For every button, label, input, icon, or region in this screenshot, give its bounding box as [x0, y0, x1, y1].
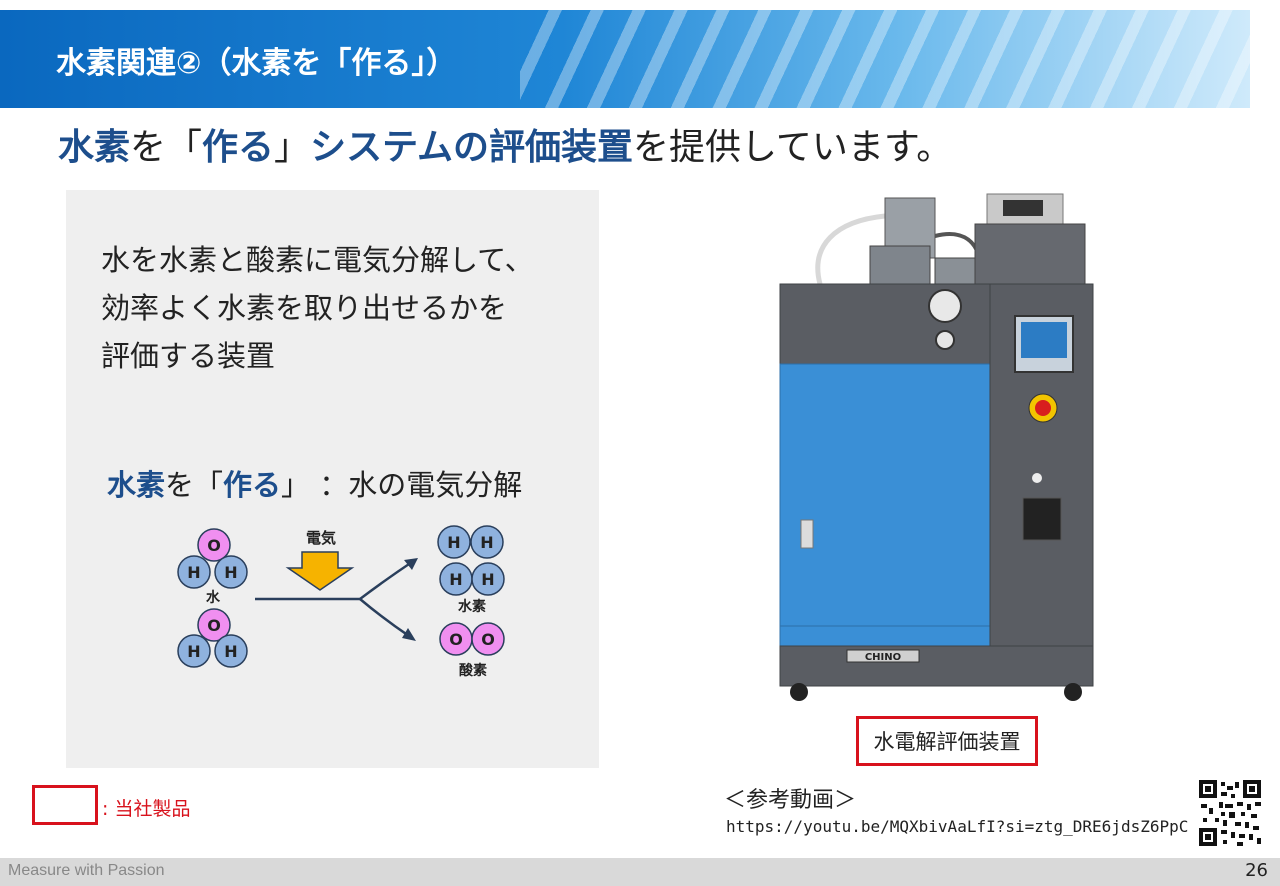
- reaction-branch-up: [359, 558, 416, 600]
- hydrogen-atom-label: H: [187, 642, 200, 661]
- legend-box: [32, 785, 98, 825]
- indicator-lamp: [1032, 473, 1042, 483]
- qr-code-icon[interactable]: [1199, 780, 1261, 846]
- subhead-hydrogen: 水素: [107, 468, 166, 502]
- headline-hydrogen: 水素: [58, 127, 131, 168]
- subhead-wo: を「: [165, 468, 224, 502]
- oxygen-atom-label: O: [481, 630, 495, 649]
- hydrogen-atom: [470, 525, 504, 559]
- description-line: 水を水素と酸素に電気分解して、: [101, 243, 534, 277]
- oxygen-atom: [197, 528, 231, 562]
- touchscreen-display: [1021, 322, 1067, 358]
- headline-bracket: 」: [274, 127, 311, 168]
- machine-base: [779, 645, 1094, 687]
- machine-wheel: [790, 683, 808, 701]
- electricity-label: 電気: [306, 529, 336, 547]
- hydrogen-atom: [471, 562, 505, 596]
- hydrogen-atom-label: H: [224, 642, 237, 661]
- machine-logo-plate: [846, 649, 920, 663]
- subhead-electrolysis: 水の電気分解: [348, 468, 523, 502]
- header-banner: 水素関連②（水素を「作る」）: [0, 10, 1250, 108]
- hydrogen-atom-label: H: [481, 570, 494, 589]
- machine-logo: CHINO: [865, 652, 901, 663]
- machine-valve: [869, 245, 931, 285]
- legend-text: : 当社製品: [102, 798, 191, 820]
- headline-make: 作る: [202, 127, 275, 168]
- footer-bar: Measure with Passion 26: [0, 858, 1280, 886]
- explanation-panel: [66, 190, 599, 768]
- emergency-stop-core: [1035, 400, 1051, 416]
- electricity-arrow: [285, 551, 355, 591]
- oxygen-label: 酸素: [459, 662, 487, 679]
- reference-video-url[interactable]: https://youtu.be/MQXbivAaLfI?si=ztg_DRE6…: [726, 817, 1189, 836]
- electrolysis-diagram: O H H 水 O H H 電気 H H H H 水素 O: [177, 525, 505, 679]
- headline: 水素を「作る」システムの評価装置を提供しています。: [58, 118, 952, 170]
- headline-system: システムの評価装置: [310, 127, 633, 168]
- product-label: 水電解評価装置: [856, 716, 1038, 766]
- machine-tube: [815, 213, 886, 285]
- page-number: 26: [1245, 860, 1268, 881]
- water-label: 水: [206, 589, 221, 606]
- oxygen-atom-label: O: [207, 536, 221, 555]
- footer-tagline: Measure with Passion: [8, 862, 165, 879]
- oxygen-atom: [471, 622, 505, 656]
- selector-switch: [1022, 497, 1062, 541]
- machine-top-unit: [974, 223, 1086, 285]
- description: 水を水素と酸素に電気分解して、 効率よく水素を取り出せるかを 評価する装置: [101, 236, 534, 380]
- description-line: 評価する装置: [101, 339, 276, 373]
- door-handle: [800, 519, 814, 549]
- slide-title: 水素関連②（水素を「作る」）: [56, 46, 457, 81]
- machine-sensor: [934, 257, 981, 285]
- pressure-gauge: [928, 289, 962, 323]
- hydrogen-atom-label: H: [449, 570, 462, 589]
- hydrogen-atom-label: H: [447, 533, 460, 552]
- hydrogen-atom: [214, 555, 248, 589]
- hydrogen-atom: [177, 634, 211, 668]
- hydrogen-atom: [437, 525, 471, 559]
- oxygen-atom-label: O: [449, 630, 463, 649]
- headline-tail: を提供しています。: [632, 127, 953, 168]
- oxygen-atom: [197, 608, 231, 642]
- subhead-make: 作る: [223, 468, 282, 502]
- hydrogen-atom-label: H: [224, 563, 237, 582]
- hydrogen-label: 水素: [458, 598, 486, 615]
- arrowhead-up: [404, 558, 418, 570]
- subhead-colon: 」 ：: [281, 468, 349, 502]
- reference-video-title: ＜参考動画＞: [724, 788, 857, 813]
- reaction-branch-down: [359, 598, 413, 640]
- controller-display: [1003, 200, 1043, 216]
- water-electrolysis-analyzer-image: CHINO: [779, 193, 1094, 701]
- machine-wheel: [1064, 683, 1082, 701]
- hydrogen-atom-label: H: [187, 563, 200, 582]
- hydrogen-atom: [214, 634, 248, 668]
- headline-wo: を「: [130, 127, 203, 168]
- description-line: 効率よく水素を取り出せるかを: [101, 291, 508, 325]
- electrolysis-subhead: 水素を「作る」 ：水の電気分解: [107, 462, 522, 504]
- flow-knob: [935, 330, 955, 350]
- hydrogen-atom: [177, 555, 211, 589]
- hydrogen-atom-label: H: [480, 533, 493, 552]
- arrowhead-down: [402, 628, 416, 641]
- banner-stripes: [520, 10, 1250, 108]
- oxygen-atom-label: O: [207, 616, 221, 635]
